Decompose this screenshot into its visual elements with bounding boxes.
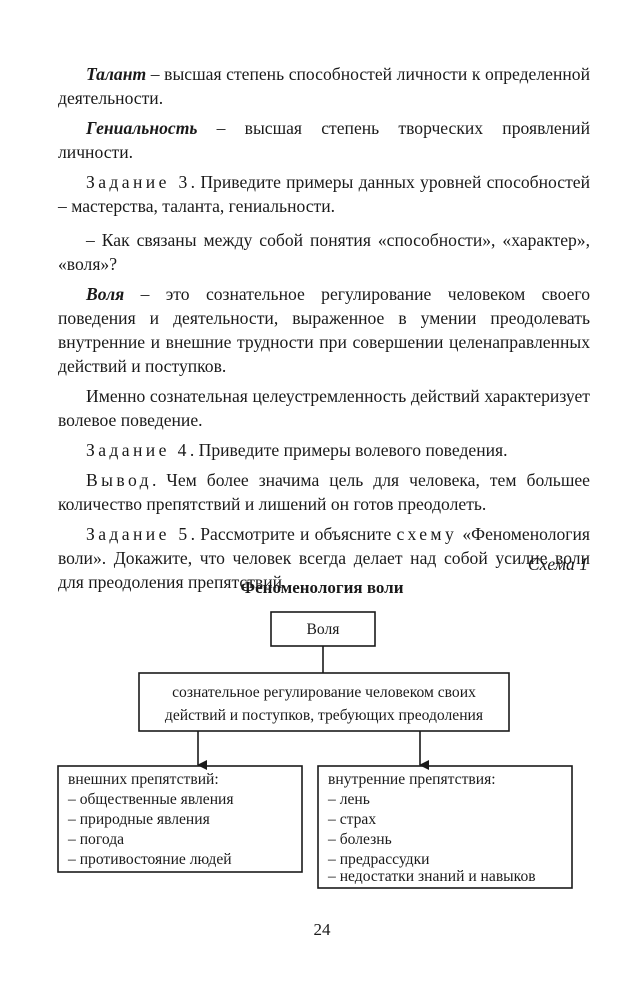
main-text: Талант – высшая степень способностей лич… xyxy=(58,62,590,600)
task-4-label: Задание 4 xyxy=(86,440,190,460)
paragraph-conclusion: Вывод. Чем более значима цель для челове… xyxy=(58,468,590,516)
left-box-line-4: – погода xyxy=(67,831,124,848)
right-box-line-5: – предрассудки xyxy=(327,851,430,868)
paragraph-genius: Гениальность – высшая степень творческих… xyxy=(58,116,590,164)
term-will: Воля xyxy=(86,284,125,304)
left-box-line-2: – общественные явления xyxy=(67,791,234,808)
task-5-scheme-word: схему xyxy=(396,524,458,544)
left-box xyxy=(57,765,303,873)
middle-box-line-1: сознательное регулирование человеком сво… xyxy=(172,684,476,701)
right-box-line-3: – страх xyxy=(327,811,376,828)
task-5-text-a: . Рассмотрите и объясните xyxy=(190,524,397,544)
purpose-text: Именно сознательная целеустремленность д… xyxy=(58,386,590,430)
page-number: 24 xyxy=(313,920,331,939)
left-box-line-5: – противостояние людей xyxy=(67,851,232,868)
left-box-line-1: внешних препятствий: xyxy=(68,771,219,788)
right-box-line-6: – недостатки знаний и навыков xyxy=(327,868,536,885)
right-box-line-1: внутренние препятствия: xyxy=(328,771,496,788)
conclusion-label: Вывод xyxy=(86,470,152,490)
right-box xyxy=(317,765,573,889)
scheme-label: Схема 1 xyxy=(527,554,588,574)
paragraph-purpose: Именно сознательная целеустремленность д… xyxy=(58,384,590,432)
middle-box-line-2: действий и поступков, требующих преодоле… xyxy=(165,707,483,724)
scheme-title: Феноменология воли xyxy=(240,578,404,597)
paragraph-question: – Как связаны между собой понятия «спосо… xyxy=(58,228,590,276)
task-4-text: . Приведите примеры волевого поведения. xyxy=(189,440,508,460)
paragraph-task-3: Задание 3. Приведите примеры данных уров… xyxy=(58,170,590,218)
paragraph-will: Воля – это сознательное регулирование че… xyxy=(58,282,590,378)
right-box-line-2: – лень xyxy=(327,791,370,808)
paragraph-talent: Талант – высшая степень способностей лич… xyxy=(58,62,590,110)
left-box-line-3: – природные явления xyxy=(67,811,210,828)
conclusion-text: . Чем более значима цель для человека, т… xyxy=(58,470,590,514)
task-5-label: Задание 5 xyxy=(86,524,191,544)
task-3-label: Задание 3 xyxy=(86,172,191,192)
question-text: – Как связаны между собой понятия «спосо… xyxy=(58,230,590,274)
term-genius: Гениальность xyxy=(86,118,198,138)
definition-will: – это сознательное регулирование человек… xyxy=(58,284,590,376)
right-box-line-4: – болезнь xyxy=(327,831,392,848)
term-talent: Талант xyxy=(86,64,147,84)
task-5-text-b: «Феноменология воли». Докажите, что чело… xyxy=(58,524,590,592)
definition-talent: – высшая степень способностей личности к… xyxy=(58,64,590,108)
paragraph-task-4: Задание 4. Приведите примеры волевого по… xyxy=(58,438,590,462)
middle-box xyxy=(138,672,510,732)
paragraph-task-5: Задание 5. Рассмотрите и объясните схему… xyxy=(58,522,590,594)
top-box-text: Воля xyxy=(307,621,340,638)
task-3-text: . Приведите примеры данных уровней спосо… xyxy=(58,172,590,216)
definition-genius: – высшая степень творческих проявлений л… xyxy=(58,118,590,162)
